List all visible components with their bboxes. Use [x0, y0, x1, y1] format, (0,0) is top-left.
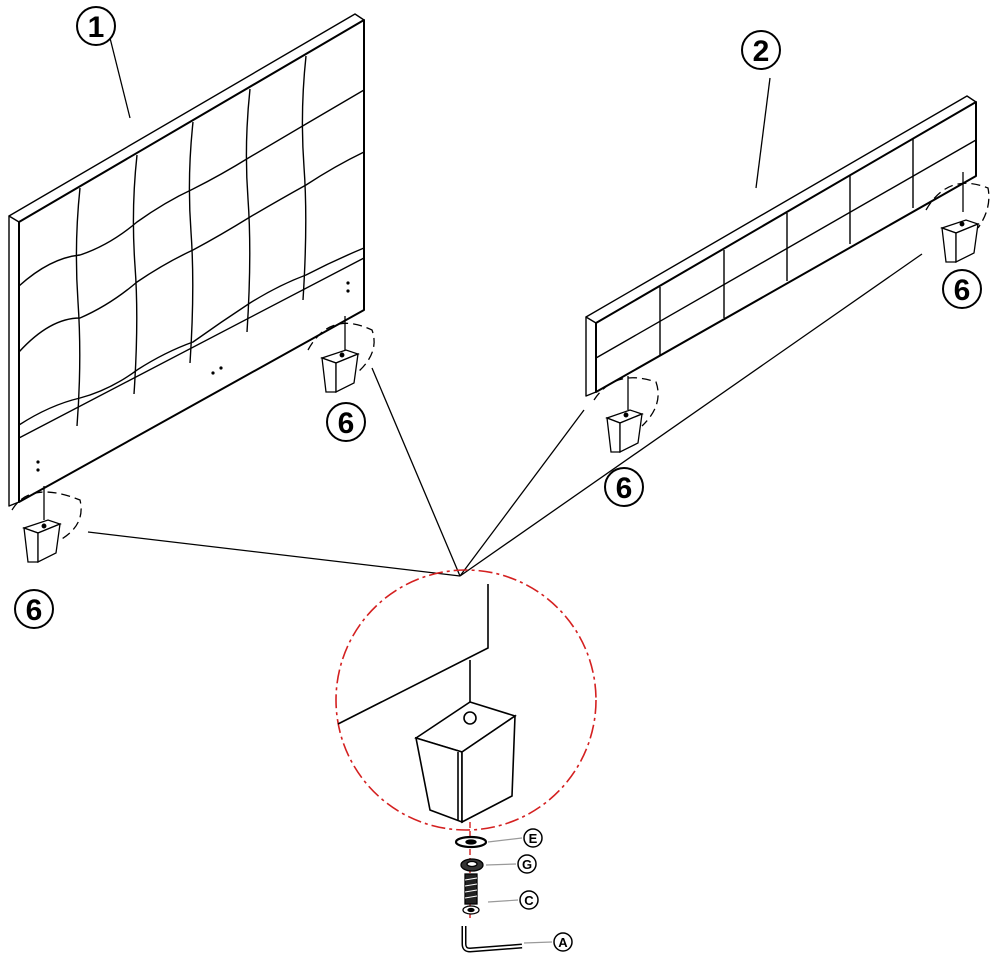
leg-back-left — [307, 316, 375, 394]
label-a: A — [558, 935, 568, 950]
allen-key-a-icon — [461, 926, 523, 953]
leader-lines — [87, 37, 923, 577]
hardware-leaders — [485, 837, 553, 944]
nut-g-icon — [460, 858, 484, 872]
part-number-leg-back-right: 6 — [954, 274, 971, 307]
label-e: E — [529, 831, 538, 846]
bolt-c-icon — [462, 873, 480, 915]
hardware-stack — [454, 835, 523, 953]
part-number-footboard: 2 — [753, 35, 770, 68]
leg-front-right — [593, 376, 659, 454]
part-number-leg-front-left: 6 — [26, 594, 43, 627]
part-number-headboard: 1 — [88, 11, 105, 44]
headboard-holes — [36, 281, 350, 472]
label-c: C — [524, 893, 534, 908]
headboard — [8, 13, 365, 507]
leg-front-left — [11, 486, 82, 564]
part-number-leg-front-right: 6 — [616, 472, 633, 505]
leg-back-right — [925, 172, 990, 264]
part-number-leg-back-left: 6 — [338, 407, 355, 440]
label-g: G — [522, 857, 532, 872]
detail-view — [335, 569, 597, 920]
footboard — [585, 95, 977, 397]
washer-e-icon — [454, 835, 488, 849]
